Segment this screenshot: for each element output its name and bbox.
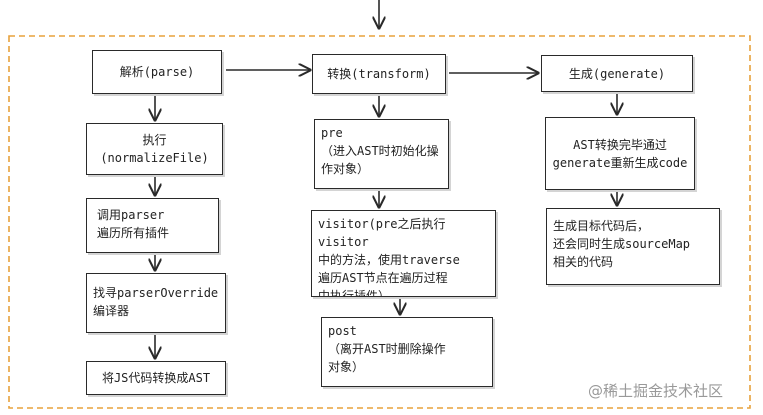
node-generate: 生成(generate) [541, 55, 693, 92]
node-sourcemap-label: 生成目标代码后， 还会同时生成sourceMap 相关的代码 [553, 219, 691, 269]
node-toast: 将JS代码转换成AST [86, 361, 226, 395]
node-normalize: 执行(normalizeFile) [86, 123, 223, 175]
node-toast-label: 将JS代码转换成AST [101, 371, 211, 385]
node-pre: pre （进入AST时初始化操 作对象） [314, 119, 449, 189]
node-parse: 解析(parse) [92, 50, 222, 94]
node-parse-label: 解析(parse) [119, 65, 195, 79]
node-visitor-label: visitor(pre之后执行visitor 中的方法，使用traverse 遍… [318, 217, 460, 297]
node-post-label: post （离开AST时删除操作 对象） [328, 324, 446, 374]
node-visitor: visitor(pre之后执行visitor 中的方法，使用traverse 遍… [311, 210, 496, 297]
node-transform: 转换(transform) [312, 54, 446, 94]
node-parser: 调用parser 遍历所有插件 [86, 198, 219, 253]
node-astgen: AST转换完毕通过 generate重新生成code [545, 117, 695, 190]
node-transform-label: 转换(transform) [327, 67, 431, 81]
node-override-label: 找寻parserOverride 编译器 [93, 286, 219, 318]
node-post: post （离开AST时删除操作 对象） [321, 317, 493, 387]
node-parser-label: 调用parser 遍历所有插件 [97, 208, 170, 240]
node-generate-label: 生成(generate) [568, 66, 666, 81]
node-override: 找寻parserOverride 编译器 [86, 273, 226, 333]
node-normalize-label: 执行(normalizeFile) [100, 133, 209, 165]
node-pre-label: pre （进入AST时初始化操 作对象） [321, 126, 439, 176]
dashed-container [8, 35, 751, 409]
watermark: @稀土掘金技术社区 [588, 382, 724, 400]
node-sourcemap: 生成目标代码后， 还会同时生成sourceMap 相关的代码 [546, 208, 720, 285]
node-astgen-label: AST转换完毕通过 generate重新生成code [552, 137, 688, 170]
